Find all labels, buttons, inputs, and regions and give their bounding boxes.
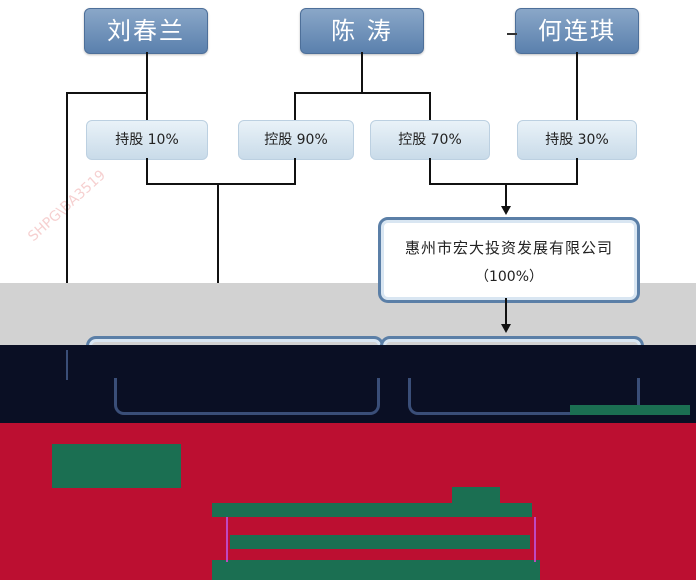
connector-line <box>66 350 68 380</box>
connector-line <box>361 52 363 92</box>
connector-line <box>66 92 148 94</box>
arrow-down-icon <box>501 324 511 333</box>
connector-line <box>66 92 68 350</box>
green-block <box>52 444 181 488</box>
connector-line <box>294 158 296 184</box>
arrow-down-icon <box>501 206 511 215</box>
share-box-he: 持股 30% <box>517 120 637 160</box>
company-box-hongda: 惠州市宏大投资发展有限公司 （100%） <box>378 217 640 303</box>
magenta-line <box>226 517 228 562</box>
connector-line <box>429 92 431 120</box>
person-he-lianqi: 何连琪 <box>515 8 639 54</box>
company-box-lower-right-edge <box>408 378 640 415</box>
connector-line <box>146 158 148 184</box>
connector-line <box>576 158 578 184</box>
connector-line <box>146 92 148 120</box>
company-percent: （100%） <box>474 269 544 285</box>
green-strip <box>570 405 690 415</box>
company-box-lower-left-edge <box>114 378 380 415</box>
green-block <box>230 535 530 549</box>
share-box-liu: 持股 10% <box>86 120 208 160</box>
connector-line <box>294 92 296 120</box>
connector-line <box>505 183 507 206</box>
share-box-chen-left: 控股 90% <box>238 120 354 160</box>
green-block <box>212 560 540 580</box>
connector-line <box>576 52 578 120</box>
magenta-line <box>534 517 536 562</box>
connector-line <box>429 183 578 185</box>
company-name: 惠州市宏大投资发展有限公司 <box>404 239 613 257</box>
connector-line <box>217 183 219 325</box>
green-block <box>212 503 532 517</box>
connector-line <box>146 183 296 185</box>
person-chen-tao: 陈 涛 <box>300 8 424 54</box>
person-liu-chunlan: 刘春兰 <box>84 8 208 54</box>
connector-mark <box>507 33 517 35</box>
connector-line <box>429 158 431 184</box>
green-block <box>452 487 500 505</box>
share-box-chen-right: 控股 70% <box>370 120 490 160</box>
connector-line <box>294 92 431 94</box>
connector-line <box>146 52 148 92</box>
connector-line <box>505 298 507 324</box>
